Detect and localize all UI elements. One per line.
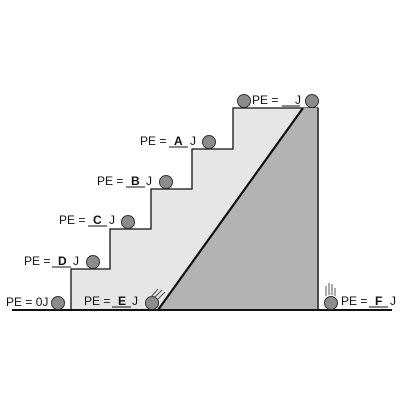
balls <box>51 94 338 310</box>
fall-lines-icon <box>325 283 336 296</box>
ball-step-4 <box>202 135 216 149</box>
ball-ramp-bottom <box>145 296 159 310</box>
ball-ground-left <box>51 296 65 310</box>
ball-step-3 <box>159 175 173 189</box>
ramp <box>158 108 318 310</box>
ball-top-right <box>305 94 319 108</box>
ball-drop-bottom <box>324 296 338 310</box>
motion-lines-icon <box>150 288 166 301</box>
ball-top-left <box>237 94 251 108</box>
ramp-edge <box>157 107 304 311</box>
ball-step-2 <box>121 215 135 229</box>
ball-step-1 <box>86 255 100 269</box>
label-top: PE = J <box>252 93 301 107</box>
label-ground-left: PE = 0J <box>6 295 48 309</box>
